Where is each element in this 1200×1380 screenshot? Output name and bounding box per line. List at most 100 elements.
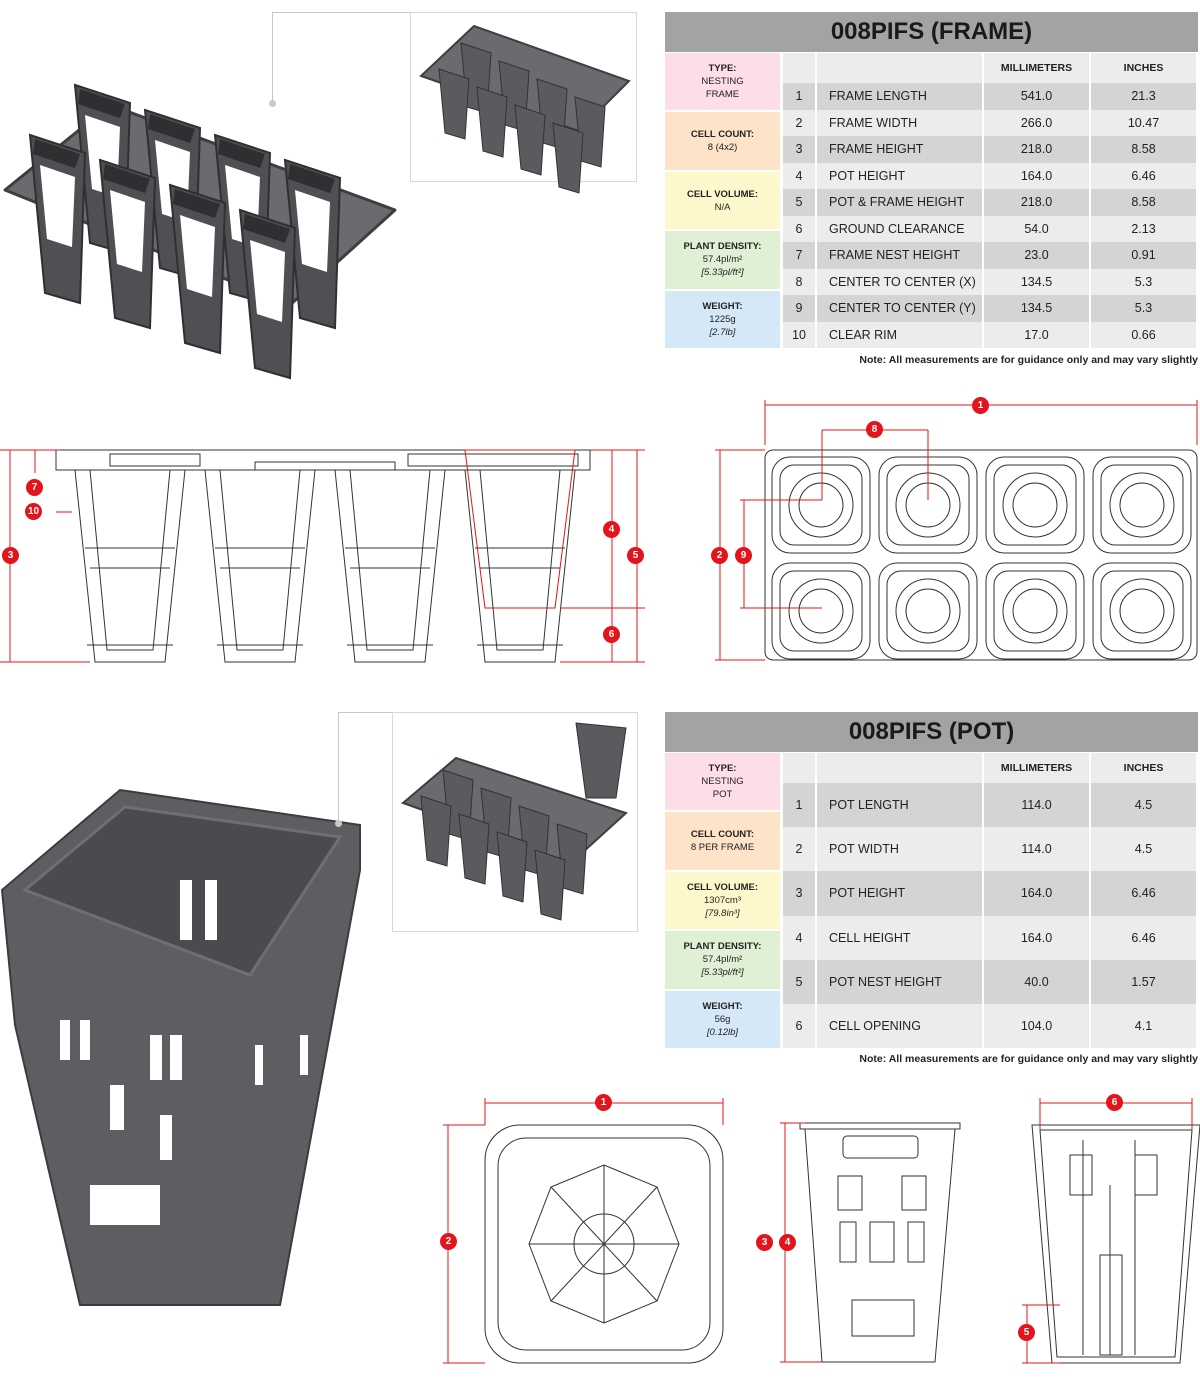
cell-n: 4 [783, 915, 815, 960]
header-blank [783, 53, 815, 83]
summary-value: NESTING [701, 76, 744, 88]
summary-value: 1225g [709, 313, 736, 325]
cell-n: 5 [783, 189, 815, 216]
dimension-marker-7: 7 [26, 479, 43, 496]
leader-dot [269, 100, 276, 107]
cell-in: 0.91 [1091, 242, 1196, 269]
summary-cell: CELL COUNT:8 (4x2) [665, 112, 780, 170]
summary-cell: CELL COUNT:8 PER FRAME [665, 812, 780, 870]
cell-in: 1.57 [1091, 959, 1196, 1004]
pot-title: 008PIFS (POT) [665, 712, 1198, 752]
header-millimeters: MILLIMETERS [984, 753, 1089, 784]
summary-imperial-value: [5.33pl/ft²] [701, 267, 744, 279]
cell-in: 6.46 [1091, 162, 1196, 189]
cell-label: CELL OPENING [817, 1003, 982, 1048]
dimension-marker-4: 4 [779, 1234, 796, 1251]
cell-n: 6 [783, 1003, 815, 1048]
pot-section-view [1022, 1098, 1200, 1364]
summary-value: 1307cm³ [704, 895, 741, 907]
cell-mm: 40.0 [984, 959, 1089, 1004]
cell-label: FRAME HEIGHT [817, 136, 982, 163]
cell-label: CELL HEIGHT [817, 915, 982, 960]
cell-label: CLEAR RIM [817, 321, 982, 348]
cell-mm: 134.5 [984, 295, 1089, 322]
summary-value: N/A [714, 201, 731, 213]
cell-n: 2 [783, 827, 815, 872]
pot-inset-image [392, 712, 638, 932]
summary-label: CELL COUNT: [690, 129, 755, 141]
cell-in: 5.3 [1091, 295, 1196, 322]
header-millimeters: MILLIMETERS [984, 53, 1089, 83]
summary-value: FRAME [705, 89, 740, 101]
summary-label: TYPE: [708, 763, 737, 775]
summary-label: CELL VOLUME: [686, 882, 759, 894]
summary-label: WEIGHT: [702, 1000, 743, 1012]
pot-3d-render [0, 788, 361, 1306]
cell-label: FRAME LENGTH [817, 83, 982, 110]
cell-label: POT WIDTH [817, 827, 982, 872]
summary-imperial-value: [79.8in³] [705, 908, 740, 920]
header-blank [817, 753, 982, 784]
summary-cell: CELL VOLUME:1307cm³[79.8in³] [665, 871, 780, 930]
cell-label: POT NEST HEIGHT [817, 959, 982, 1004]
header-inches: INCHES [1091, 753, 1196, 784]
summary-value: POT [712, 789, 733, 801]
frame-side-elevation [0, 449, 645, 663]
summary-cell: PLANT DENSITY:57.4pl/m²[5.33pl/ft²] [665, 231, 780, 289]
cell-label: POT HEIGHT [817, 162, 982, 189]
cell-n: 6 [783, 215, 815, 242]
summary-label: WEIGHT: [702, 300, 743, 312]
dimension-marker-1: 1 [972, 397, 989, 414]
frame-note: Note: All measurements are for guidance … [859, 354, 1198, 366]
leader-dot [335, 820, 342, 827]
cell-in: 8.58 [1091, 136, 1196, 163]
cell-in: 8.58 [1091, 189, 1196, 216]
cell-n: 5 [783, 959, 815, 1004]
cell-mm: 164.0 [984, 871, 1089, 916]
cell-in: 5.3 [1091, 268, 1196, 295]
summary-value: 8 PER FRAME [690, 842, 755, 854]
summary-imperial-value: [2.7lb] [709, 326, 736, 338]
header-blank [817, 53, 982, 83]
dimension-marker-5: 5 [627, 547, 644, 564]
cell-mm: 541.0 [984, 83, 1089, 110]
summary-imperial-value: [5.33pl/ft²] [701, 967, 744, 979]
frame-top-view [715, 400, 1198, 661]
summary-value: 8 (4x2) [707, 142, 738, 154]
dimension-marker-8: 8 [866, 421, 883, 438]
cell-n: 3 [783, 136, 815, 163]
summary-label: TYPE: [708, 63, 737, 75]
cell-label: POT LENGTH [817, 783, 982, 828]
cell-in: 6.46 [1091, 915, 1196, 960]
cell-n: 10 [783, 321, 815, 348]
summary-value: 56g [714, 1013, 731, 1025]
dimension-marker-9: 9 [735, 547, 752, 564]
summary-imperial-value: [0.12lb] [706, 1026, 739, 1038]
cell-label: CENTER TO CENTER (X) [817, 268, 982, 295]
cell-mm: 23.0 [984, 242, 1089, 269]
cell-in: 0.66 [1091, 321, 1196, 348]
cell-mm: 134.5 [984, 268, 1089, 295]
summary-cell: PLANT DENSITY:57.4pl/m²[5.33pl/ft²] [665, 931, 780, 989]
summary-cell: CELL VOLUME:N/A [665, 171, 780, 230]
summary-value: 57.4pl/m² [702, 954, 743, 966]
header-inches: INCHES [1091, 53, 1196, 83]
cell-n: 2 [783, 109, 815, 136]
